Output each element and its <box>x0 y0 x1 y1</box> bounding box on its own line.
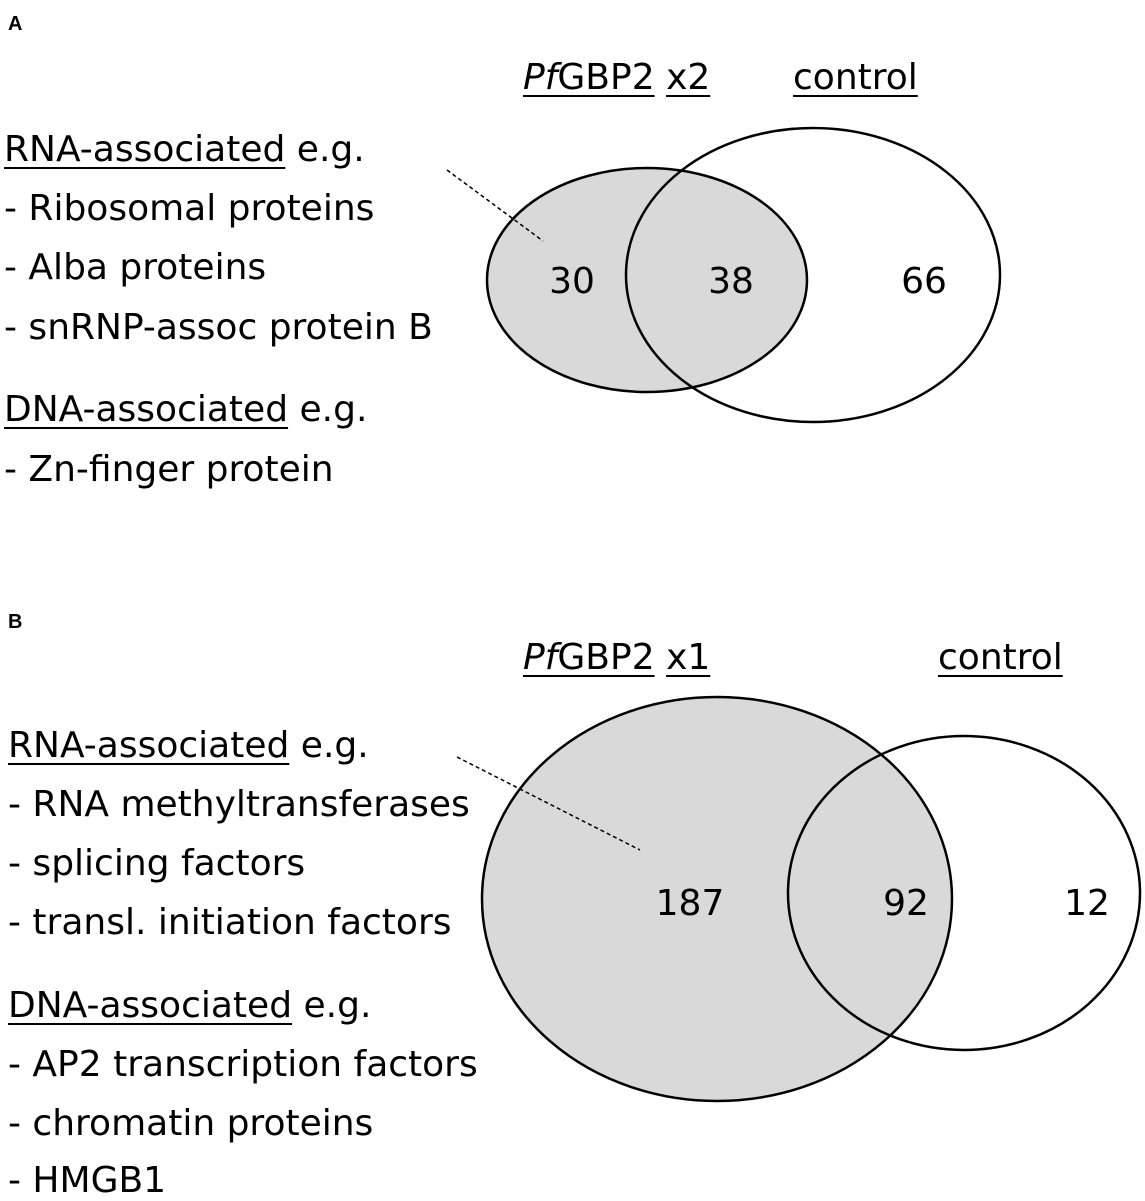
panel-b-count-control-only: 12 <box>1064 883 1110 924</box>
panel-a-rna-item: - Alba proteins <box>4 247 267 288</box>
panel-a-rna-heading-line: RNA-associated e.g. <box>4 132 365 168</box>
panel-a-dna-heading-line: DNA-associated e.g. <box>4 392 367 428</box>
panel-b-venn: 187 92 12 <box>456 695 1142 1103</box>
panel-a-set1-pf: Pf <box>523 57 558 98</box>
panel-a-count-overlap: 38 <box>708 261 754 302</box>
panel-b-dna-item: - chromatin proteins <box>8 1103 374 1144</box>
panel-a-letter: A <box>8 13 23 35</box>
panel-a-count-pfgbp2-only: 30 <box>549 261 595 302</box>
panel-a-rna-item: - Ribosomal proteins <box>4 188 375 229</box>
panel-b-letter: B <box>8 611 23 633</box>
panel-b-dna-heading-line: DNA-associated e.g. <box>8 988 371 1024</box>
panel-b-rna-item: - RNA methyltransferases <box>8 784 470 825</box>
panel-a-leader-line <box>446 169 544 242</box>
panel-b-control-set <box>786 734 1142 1052</box>
panel-b-set1-name: GBP2 <box>557 637 655 678</box>
panel-b-overlap-fill <box>788 736 952 1050</box>
panel-b-dna-item: - HMGB1 <box>8 1160 167 1201</box>
panel-a-control-set <box>624 126 1002 424</box>
panel-a-set1-title: PfGBP2 x2 <box>523 60 710 96</box>
panel-a-set1-multiplier: x2 <box>666 57 711 98</box>
panel-b-pfgbp2-set <box>480 695 954 1103</box>
panel-b-set1-title: PfGBP2 x1 <box>523 640 710 676</box>
panel-b-rna-item: - transl. initiation factors <box>8 902 452 943</box>
panel-a-pfgbp2-set <box>485 166 809 394</box>
panel-a-dna-heading: DNA-associated <box>4 389 289 430</box>
panel-a-count-control-only: 66 <box>901 261 947 302</box>
panel-b-rna-item: - splicing factors <box>8 843 306 884</box>
panel-b-set1-pf: Pf <box>523 637 558 678</box>
panel-b-rna-heading-line: RNA-associated e.g. <box>8 728 369 764</box>
panel-a-rna-item: - snRNP-assoc protein B <box>4 307 433 348</box>
panel-b-rna-eg: e.g. <box>300 725 369 766</box>
panel-b-dna-eg: e.g. <box>303 985 372 1026</box>
panel-a-set1-name: GBP2 <box>557 57 655 98</box>
panel-b-dna-item: - AP2 transcription factors <box>8 1044 478 1085</box>
panel-b-set2-title: control <box>938 637 1063 678</box>
panel-b-rna-heading: RNA-associated <box>8 725 290 766</box>
panel-a-overlap-fill <box>626 168 807 392</box>
panel-b-count-overlap: 92 <box>883 883 929 924</box>
panel-a-rna-eg: e.g. <box>296 129 365 170</box>
panel-b-count-pfgbp2-only: 187 <box>656 883 725 924</box>
panel-a-dna-eg: e.g. <box>299 389 368 430</box>
panel-a-rna-heading: RNA-associated <box>4 129 286 170</box>
panel-a-dna-item: - Zn-finger protein <box>4 449 334 490</box>
panel-a-set2-title: control <box>793 57 918 98</box>
panel-b-dna-heading: DNA-associated <box>8 985 293 1026</box>
panel-b-set1-multiplier: x1 <box>666 637 711 678</box>
panel-a-venn: 30 38 66 <box>446 126 1002 424</box>
panel-b-leader-line <box>456 756 641 851</box>
